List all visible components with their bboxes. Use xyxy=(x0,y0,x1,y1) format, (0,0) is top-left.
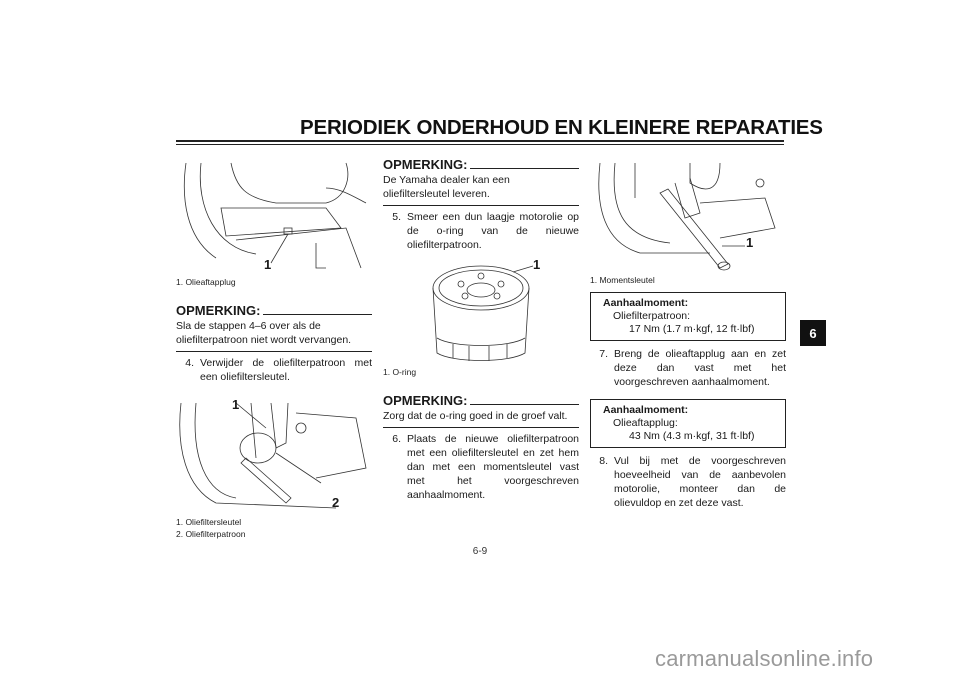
watermark: carmanualsonline.info xyxy=(655,646,874,671)
drain-plug-illustration xyxy=(183,162,367,269)
page-title: PERIODIEK ONDERHOUD EN KLEINERE REPARATI… xyxy=(300,116,823,139)
figure-oil-filter: 1 xyxy=(383,258,579,366)
note-heading: OPMERKING: xyxy=(176,304,372,318)
column-2: OPMERKING: De Yamaha dealer kan een olie… xyxy=(383,158,579,502)
filter-wrench-illustration xyxy=(179,402,367,509)
title-rule-thin xyxy=(176,144,784,145)
step-6: 6.Plaats de nieuwe oliefilterpatroon met… xyxy=(392,433,579,501)
callout-1: 1 xyxy=(232,397,240,412)
step-8: 8.Vul bij met de voorgeschreven hoeveelh… xyxy=(599,455,786,509)
callout-2: 2 xyxy=(332,495,340,510)
column-1: 1 1. Olieaftapplug OPMERKING: Sla de sta… xyxy=(176,158,372,540)
torque-heading: Aanhaalmoment: xyxy=(603,404,689,416)
column-3: 1 1. Momentsleutel Aanhaalmoment: Oliefi… xyxy=(590,158,786,510)
callout-1: 1 xyxy=(746,235,754,250)
note-text: Sla de stappen 4–6 over als de oliefilte… xyxy=(176,320,352,346)
step-4: 4.Verwijder de oliefilterpatroon met een… xyxy=(185,357,372,383)
torque-value: 43 Nm (4.3 m·kgf, 31 ft·lbf) xyxy=(629,430,755,442)
figure-caption: 1. Oliefiltersleutel xyxy=(176,517,242,527)
figure-caption: 2. Oliefilterpatroon xyxy=(176,529,246,539)
figure-torque-wrench: 1 xyxy=(590,158,786,274)
oil-filter-illustration xyxy=(432,265,534,361)
title-rule-thick xyxy=(176,140,784,142)
figure-caption: 1. O-ring xyxy=(383,367,417,377)
torque-value: 17 Nm (1.7 m·kgf, 12 ft·lbf) xyxy=(629,323,755,335)
figure-drain-plug: 1 xyxy=(176,158,372,276)
step-5: 5.Smeer een dun laagje motorolie op de o… xyxy=(392,211,579,251)
figure-caption: 1. Olieaftapplug xyxy=(176,277,236,287)
torque-spec-drain-plug: Aanhaalmoment: Olieaftapplug: 43 Nm (4.3… xyxy=(590,399,786,448)
note-divider xyxy=(383,427,579,428)
step-7: 7.Breng de olieaftapplug aan en zet deze… xyxy=(599,348,786,388)
note-divider xyxy=(176,351,372,352)
chapter-tab[interactable]: 6 xyxy=(800,320,826,346)
note-text: De Yamaha dealer kan een oliefiltersleut… xyxy=(383,174,510,200)
torque-heading: Aanhaalmoment: xyxy=(603,297,689,309)
figure-filter-wrench: 1 2 xyxy=(176,398,372,516)
note-divider xyxy=(383,205,579,206)
torque-item: Olieaftapplug: xyxy=(613,417,678,429)
note-text: Zorg dat de o-ring goed in de groef valt… xyxy=(383,410,568,422)
note-heading: OPMERKING: xyxy=(383,158,579,172)
figure-caption: 1. Momentsleutel xyxy=(590,275,655,285)
torque-spec-oil-filter: Aanhaalmoment: Oliefilterpatroon: 17 Nm … xyxy=(590,292,786,341)
torque-wrench-illustration xyxy=(598,162,776,271)
callout-1: 1 xyxy=(264,257,272,272)
callout-1: 1 xyxy=(533,257,541,272)
page-number: 6-9 xyxy=(472,546,488,557)
torque-item: Oliefilterpatroon: xyxy=(613,310,691,322)
note-heading: OPMERKING: xyxy=(383,394,579,408)
